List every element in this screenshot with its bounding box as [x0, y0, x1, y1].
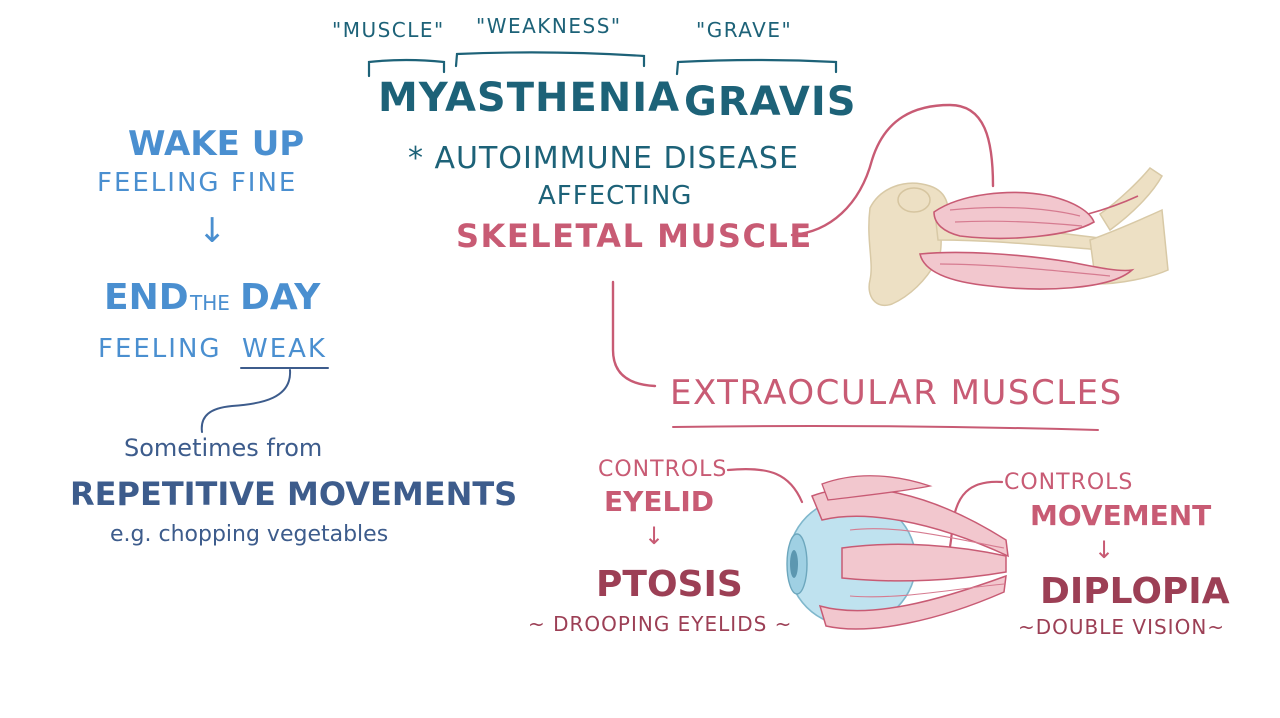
definition-autoimmune: * AUTOIMMUNE DISEASE [408, 141, 799, 176]
weak-to-sometimes-connector [200, 369, 292, 433]
controls-movement-label: CONTROLS [1004, 470, 1134, 495]
eyelid-down-arrow-icon: ↓ [644, 522, 665, 550]
sometimes-from-text: Sometimes from [124, 434, 323, 462]
wake-up-heading: WAKE UP [128, 124, 305, 164]
movement-label: MOVEMENT [1030, 499, 1212, 532]
ptosis-meaning: ~ DROOPING EYELIDS ~ [528, 612, 793, 636]
diplopia-meaning: ~DOUBLE VISION~ [1018, 615, 1226, 639]
extraocular-underline [672, 425, 1099, 431]
ptosis-label: PTOSIS [596, 564, 743, 605]
extraocular-heading: EXTRAOCULAR MUSCLES [670, 373, 1123, 413]
end-the-day-end: END [104, 277, 189, 318]
down-arrow-icon: ↓ [198, 211, 227, 251]
definition-skeletal-muscle: SKELETAL MUSCLE [456, 217, 813, 255]
eyelid-label: EYELID [604, 485, 715, 518]
repetitive-movements-text: REPETITIVE MOVEMENTS [70, 475, 518, 513]
arm-muscle-illustration [868, 167, 1169, 307]
skeletal-to-extraocular-connector [611, 280, 657, 388]
end-the-day-day: DAY [240, 277, 321, 318]
diplopia-label: DIPLOPIA [1040, 571, 1230, 612]
feeling-fine-text: FEELING FINE [97, 168, 298, 198]
weak-text: WEAK [242, 334, 327, 364]
feeling-text: FEELING [98, 334, 222, 364]
etymology-grave: "GRAVE" [696, 18, 793, 42]
etymology-brackets [367, 51, 838, 78]
etymology-muscle: "MUSCLE" [332, 18, 445, 42]
movement-down-arrow-icon: ↓ [1094, 536, 1115, 564]
eyelid-label-connector [726, 468, 804, 504]
end-the-day-the: THE [190, 291, 230, 315]
skeletal-to-arm-connector [790, 103, 995, 237]
definition-affecting: AFFECTING [538, 181, 693, 211]
title-myasthenia: MYASTHENIA [378, 75, 681, 121]
eye-muscle-illustration [786, 475, 1009, 630]
controls-eyelid-label: CONTROLS [598, 457, 728, 482]
example-text: e.g. chopping vegetables [110, 522, 389, 547]
title-gravis: GRAVIS [684, 79, 857, 125]
etymology-weakness: "WEAKNESS" [476, 14, 622, 38]
